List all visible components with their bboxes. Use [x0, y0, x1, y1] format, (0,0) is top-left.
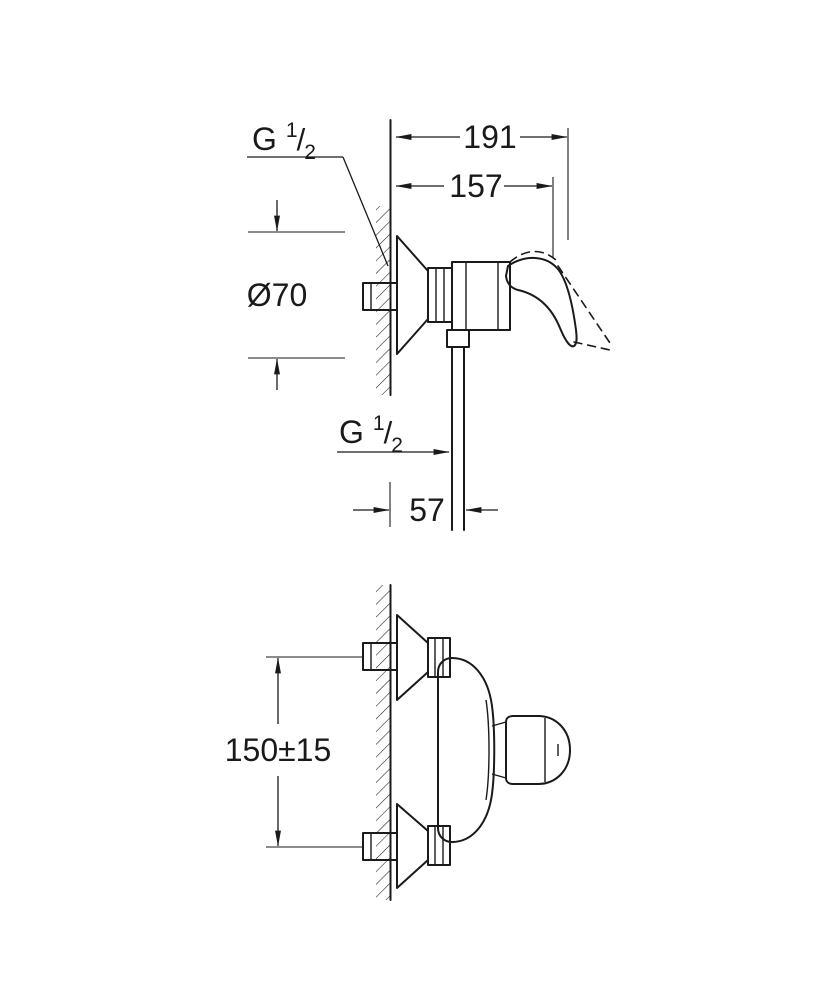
dimension-flange-diameter: Ø70 — [247, 200, 345, 390]
thread-denominator: 2 — [304, 141, 316, 164]
lever-handle-side — [505, 257, 578, 348]
wall-hatch — [376, 206, 390, 395]
body-contour-line — [485, 699, 490, 801]
dim-total-depth-label: 191 — [463, 119, 516, 155]
leader-line — [342, 156, 389, 267]
mixer-front-profile — [437, 657, 571, 843]
handle-alt-position-dashed — [557, 265, 613, 347]
wall-section-side — [376, 119, 392, 396]
mixer-body — [451, 261, 511, 331]
handle-alt-position-dashed — [509, 250, 559, 263]
s-union-escutcheon — [396, 614, 429, 701]
dimension-outlet-offset: 57 — [353, 482, 498, 528]
dimension-center-distance: 150±15 — [225, 656, 362, 848]
union-hex-nut — [427, 267, 453, 323]
mixer-side-profile — [362, 235, 613, 531]
wall-hatch — [376, 585, 390, 900]
thread-slash: / — [384, 415, 393, 450]
front-view: 150±15 — [225, 584, 571, 901]
s-union-escutcheon — [396, 803, 429, 889]
handle-alt-position-dashed — [573, 341, 611, 351]
thread-slash: / — [297, 122, 306, 157]
thread-denominator: 2 — [391, 434, 403, 457]
shower-outlet — [446, 329, 470, 348]
thread-numerator: 1 — [373, 412, 385, 435]
thread-letter: G — [339, 414, 364, 450]
thread-numerator: 1 — [286, 119, 298, 142]
wall-section-front — [376, 584, 392, 901]
dimension-body-depth: 157 — [395, 168, 554, 258]
dim-flange-diameter-label: Ø70 — [247, 277, 307, 313]
dim-outlet-offset-label: 57 — [409, 492, 445, 528]
s-union-escutcheon — [396, 235, 429, 355]
handle-neck-lines — [491, 721, 507, 779]
thread-letter: G — [252, 121, 277, 157]
lever-handle-front — [505, 715, 571, 785]
dim-center-distance-label: 150±15 — [225, 732, 332, 768]
dimension-total-depth: 191 — [395, 119, 569, 240]
mixer-body-front — [437, 657, 496, 843]
dim-body-depth-label: 157 — [449, 168, 502, 204]
